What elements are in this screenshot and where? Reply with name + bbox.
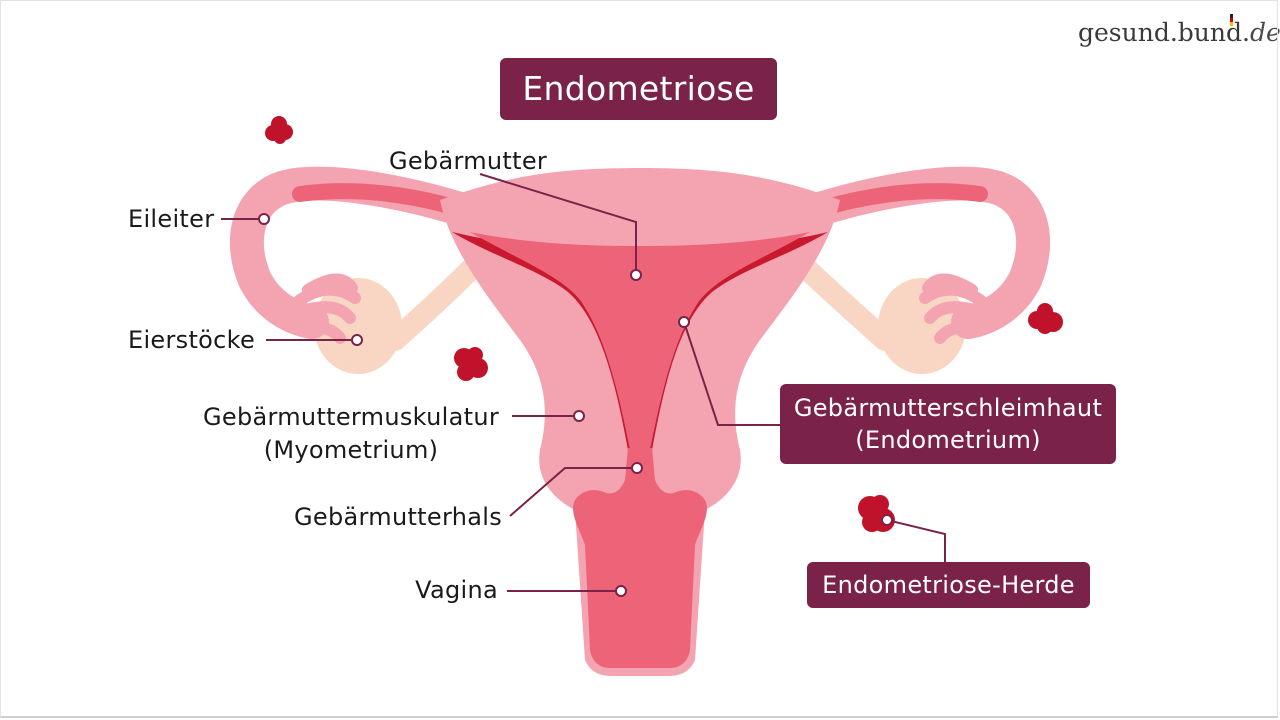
dot-eileiter — [258, 213, 270, 225]
leader-endometrium — [683, 321, 780, 426]
logo-gesund-bund: gesund.bund.de — [1078, 18, 1280, 47]
label-myometrium-line2: (Myometrium) — [263, 436, 439, 464]
label-gebaermutter: Gebärmutter — [388, 147, 548, 175]
marker-dots — [258, 213, 893, 597]
lesion-top-left — [265, 116, 293, 144]
dot-gebaermutter — [630, 269, 642, 281]
label-endometrium-line2: (Endometrium) — [855, 426, 1041, 454]
logo-flag-black — [1230, 14, 1233, 18]
leader-gebaermutter — [479, 173, 637, 275]
logo-tld: de — [1249, 18, 1280, 47]
label-gebaermutterhals: Gebärmutterhals — [294, 503, 502, 531]
label-eierstoecke: Eierstöcke — [128, 326, 256, 354]
logo-flag-gold — [1230, 22, 1233, 26]
right-ovary — [797, 259, 966, 374]
logo-flag-red — [1230, 18, 1233, 22]
lesion-right-low — [858, 495, 895, 532]
leader-lines — [221, 173, 946, 592]
dot-endometrium — [678, 316, 690, 328]
dot-vagina — [615, 585, 627, 597]
lesion-left-mid — [454, 347, 488, 381]
left-ovary — [314, 259, 481, 374]
logo-name: gesund.bund — [1078, 18, 1242, 47]
dot-gebaermutterhals — [631, 462, 643, 474]
leader-gebaermutterhals — [509, 467, 636, 517]
label-eileiter: Eileiter — [128, 205, 215, 233]
uterine-cavity — [470, 232, 810, 450]
label-endometrium-box: Gebärmutterschleimhaut (Endometrium) — [780, 384, 1116, 464]
label-vagina: Vagina — [415, 576, 498, 604]
dot-myometrium — [573, 410, 585, 422]
dot-eierstoecke — [351, 334, 363, 346]
leader-herde — [886, 519, 946, 562]
dot-herde — [881, 514, 893, 526]
label-myometrium-line1: Gebärmuttermuskulatur — [203, 403, 499, 431]
label-endometrium-line1: Gebärmutterschleimhaut — [793, 394, 1103, 422]
cervical-canal — [573, 448, 707, 668]
diagram-title: Endometriose — [500, 58, 777, 120]
lesion-right-mid — [1028, 303, 1063, 334]
label-herde-box: Endometriose-Herde — [807, 562, 1090, 608]
